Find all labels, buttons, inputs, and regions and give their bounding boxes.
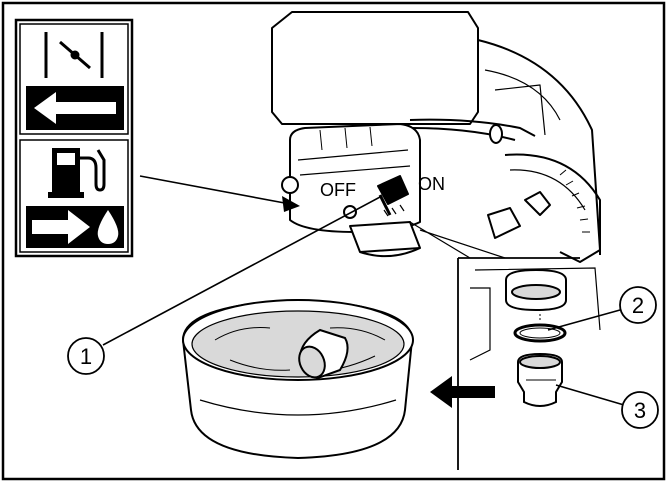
callout-2: 2	[619, 286, 657, 324]
svg-text:1: 1	[80, 344, 92, 369]
callout-1: 1	[67, 337, 105, 375]
o-ring	[513, 323, 567, 343]
fuel-drop-icon	[97, 210, 119, 244]
detail-inset	[409, 221, 601, 470]
cup-in-pan	[298, 328, 349, 380]
symbol-panel	[14, 18, 134, 258]
svg-text:2: 2	[632, 293, 644, 318]
on-label: ON	[418, 174, 445, 194]
choke-icon	[44, 32, 104, 78]
arrow-right-icon	[32, 210, 90, 244]
sediment-cup	[517, 352, 563, 407]
filter-cup-seat	[505, 268, 567, 312]
symbol-pointer	[139, 175, 300, 212]
wash-pan	[181, 298, 414, 460]
svg-text:3: 3	[634, 398, 646, 423]
callout-3: 3	[621, 391, 659, 429]
fuel-pump-icon	[48, 148, 106, 198]
arrow-left-icon	[34, 92, 116, 124]
engine-body	[271, 11, 601, 263]
leader-lines	[102, 195, 625, 406]
off-label: OFF	[320, 180, 356, 200]
move-arrow-icon	[430, 376, 495, 408]
